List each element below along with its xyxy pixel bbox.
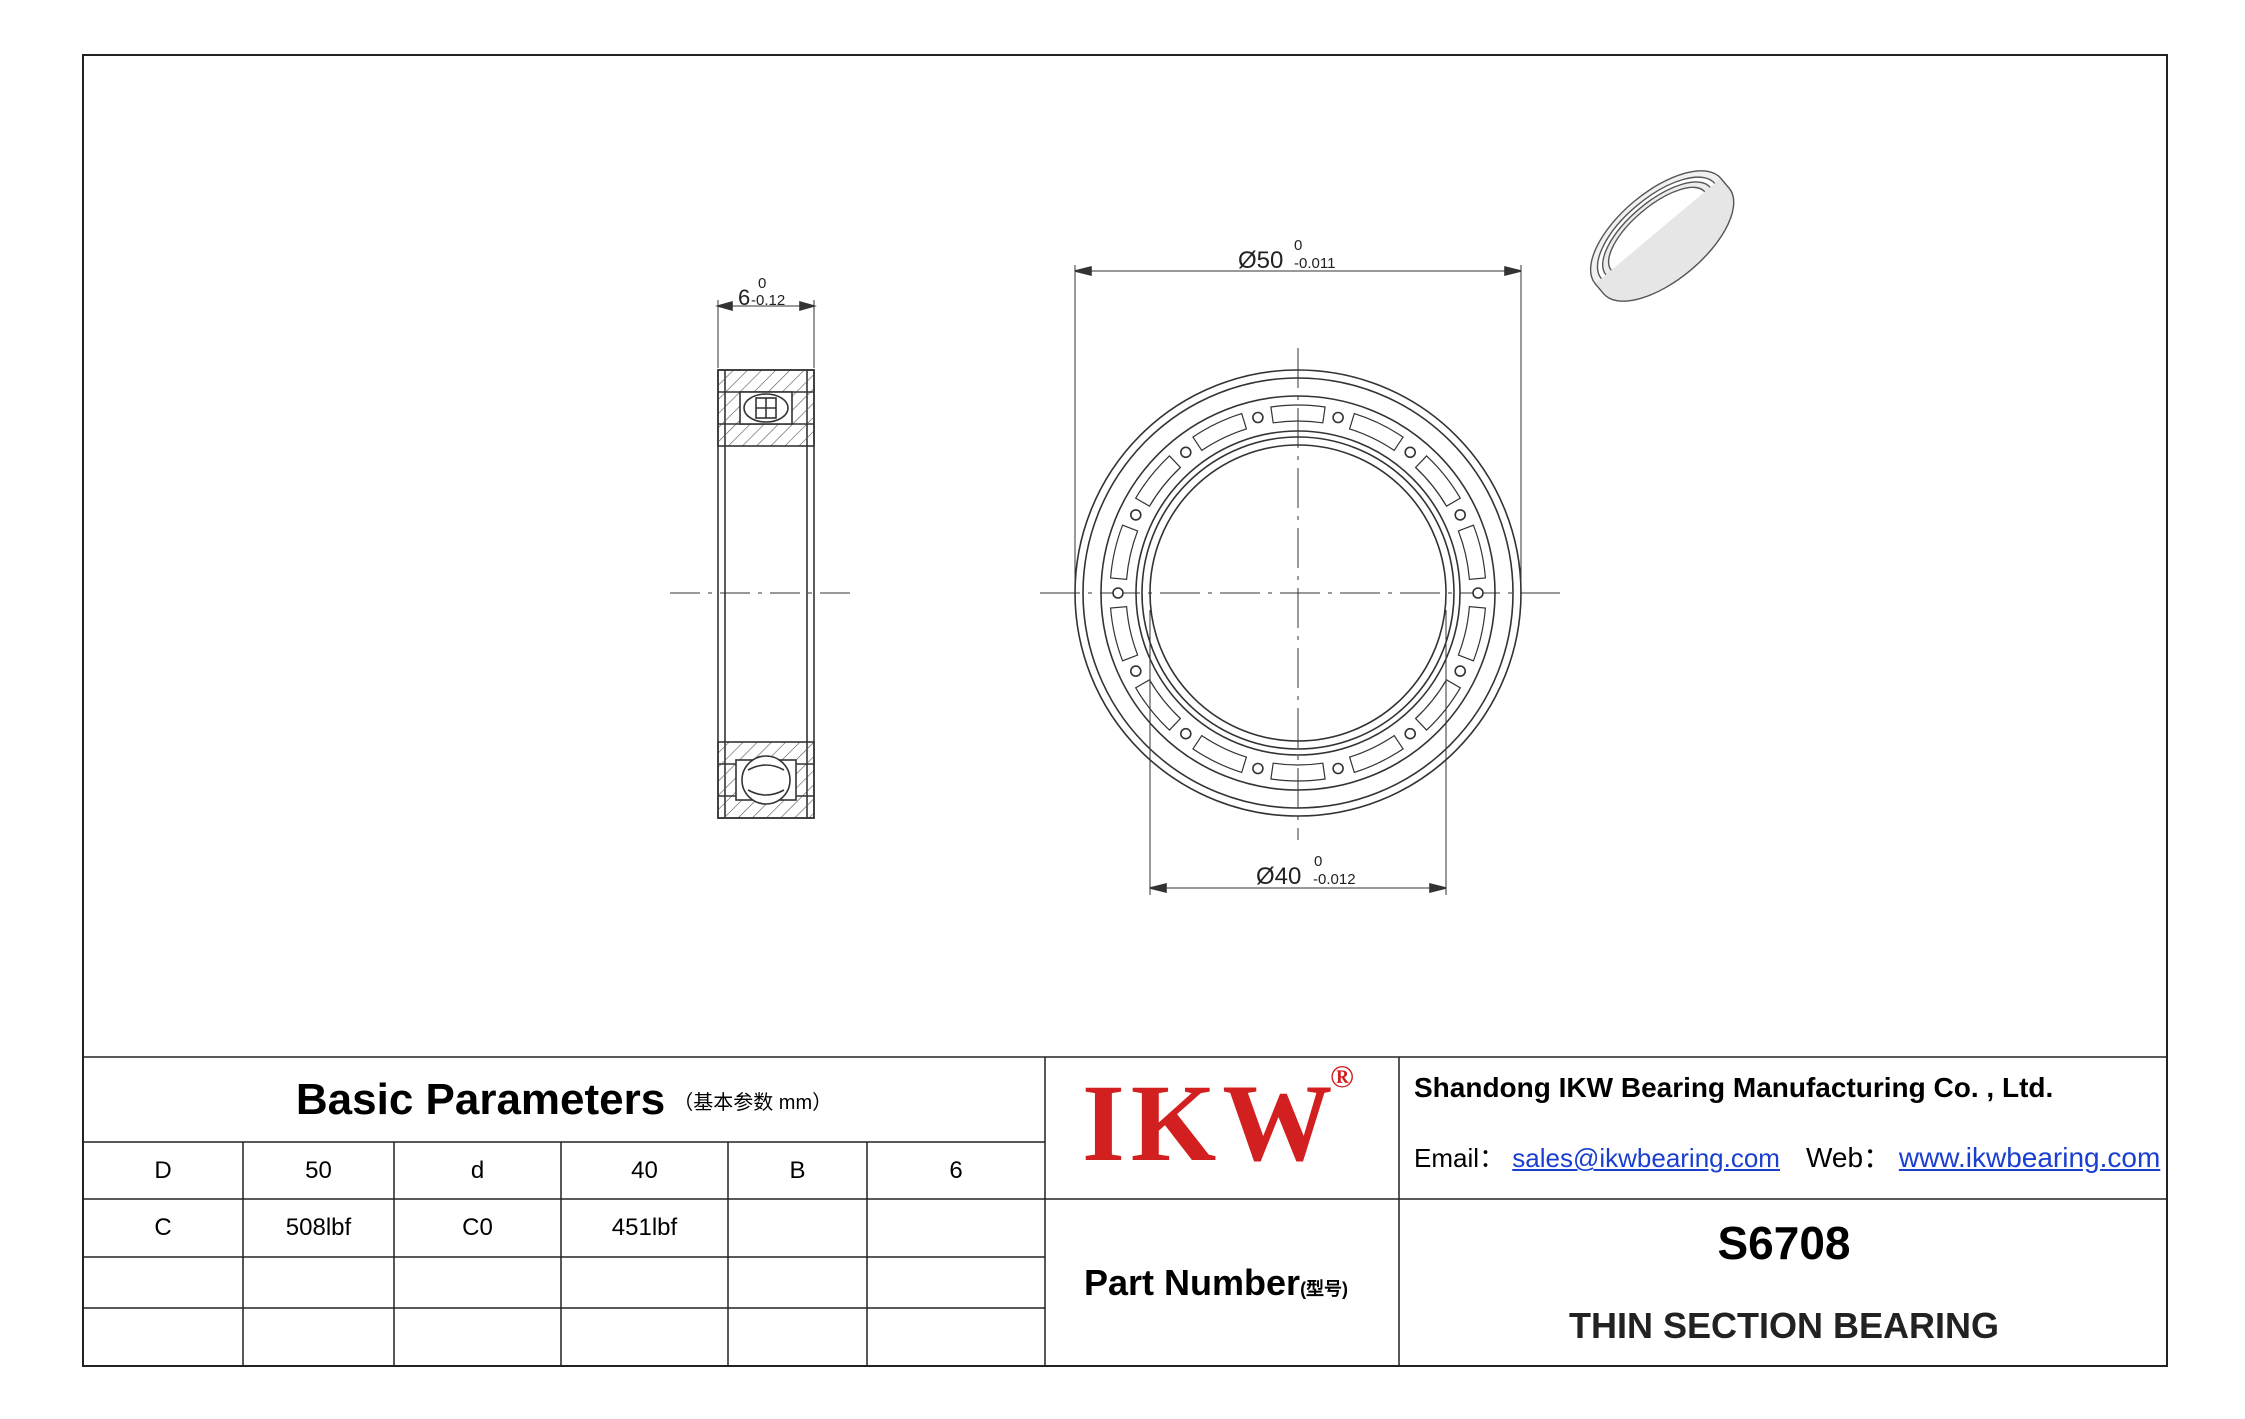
web-link[interactable]: www.ikwbearing.com bbox=[1898, 1142, 2161, 1173]
part-number-label-sub: (型号) bbox=[1300, 1279, 1349, 1299]
email-label: Email： bbox=[1414, 1143, 1506, 1173]
param-cell: D bbox=[154, 1156, 172, 1184]
param-cell bbox=[83, 1257, 243, 1308]
cage-segment bbox=[1348, 412, 1404, 452]
ikw-logo: IKW bbox=[1082, 1062, 1339, 1184]
outer-dim-upper: 0 bbox=[1294, 237, 1302, 254]
param-cell bbox=[728, 1308, 867, 1366]
param-cell bbox=[728, 1199, 867, 1257]
width-dim-lower: -0.12 bbox=[751, 292, 785, 309]
param-cell bbox=[394, 1308, 561, 1366]
email-link[interactable]: sales@ikwbearing.com bbox=[1512, 1143, 1780, 1173]
cage-segment bbox=[1348, 734, 1404, 774]
width-dim-nominal: 6 bbox=[738, 285, 750, 310]
part-number-label-text: Part Number bbox=[1084, 1262, 1301, 1303]
ball-element bbox=[1404, 727, 1416, 740]
cage-segment bbox=[1457, 606, 1487, 662]
rolling-elements bbox=[1109, 404, 1487, 782]
param-cell bbox=[561, 1257, 728, 1308]
param-cell bbox=[867, 1257, 1045, 1308]
cage-segment bbox=[1134, 455, 1182, 508]
param-cell: 40 bbox=[631, 1156, 658, 1184]
ball-element bbox=[1130, 509, 1142, 521]
registered-mark-icon: ® bbox=[1330, 1058, 1354, 1094]
outer-dim-lower: -0.011 bbox=[1294, 255, 1335, 272]
ball-element bbox=[1404, 446, 1416, 459]
ball-element bbox=[1332, 762, 1344, 775]
params-title-text: Basic Parameters bbox=[295, 1075, 666, 1124]
cage-segment bbox=[1414, 678, 1462, 731]
param-cell bbox=[867, 1308, 1045, 1366]
part-type: THIN SECTION BEARING bbox=[1568, 1305, 1999, 1346]
outer-dim-nominal: Ø50 bbox=[1238, 247, 1283, 274]
part-number-label: Part Number(型号) bbox=[1084, 1262, 1348, 1304]
ball-element bbox=[1332, 411, 1344, 424]
drawing-frame bbox=[82, 54, 2168, 1367]
param-cell bbox=[728, 1257, 867, 1308]
web-label: Web： bbox=[1806, 1142, 1892, 1173]
ball-element bbox=[1130, 665, 1142, 677]
param-cell: 508lbf bbox=[285, 1214, 352, 1241]
param-cell bbox=[867, 1199, 1045, 1257]
title-block-grid bbox=[83, 1056, 2167, 1366]
param-cell: C bbox=[154, 1214, 172, 1241]
cage-segment bbox=[1109, 524, 1139, 580]
ball-element bbox=[1112, 587, 1124, 599]
param-cell bbox=[83, 1308, 243, 1366]
ball-element bbox=[1180, 727, 1192, 740]
web-row: Web： www.ikwbearing.com bbox=[1806, 1136, 2160, 1176]
inner-dim-upper: 0 bbox=[1314, 853, 1322, 870]
ball-element bbox=[1454, 665, 1466, 677]
email-row: Email： sales@ikwbearing.com bbox=[1414, 1138, 1780, 1175]
ball-element bbox=[1454, 509, 1466, 521]
cage-segment bbox=[1414, 455, 1462, 508]
inner-dim-nominal: Ø40 bbox=[1256, 863, 1301, 890]
param-cell: B bbox=[789, 1156, 806, 1184]
isometric-bearing-image bbox=[1589, 170, 1735, 302]
cage-segment bbox=[1457, 524, 1487, 580]
ball-element bbox=[1472, 587, 1484, 599]
param-cell: d bbox=[470, 1156, 485, 1184]
param-cell: 6 bbox=[949, 1156, 963, 1184]
company-name: Shandong IKW Bearing Manufacturing Co. ,… bbox=[1414, 1072, 2054, 1103]
param-cell: 451lbf bbox=[611, 1214, 678, 1241]
front-view bbox=[1040, 265, 1560, 895]
width-dim-upper: 0 bbox=[758, 275, 766, 292]
ball-element bbox=[1252, 762, 1264, 775]
cage-segment bbox=[1270, 404, 1326, 424]
cage-segment bbox=[1134, 678, 1182, 731]
param-cell bbox=[561, 1308, 728, 1366]
cage-segment bbox=[1192, 412, 1248, 452]
param-cell: C0 bbox=[462, 1214, 493, 1241]
cage-segment bbox=[1109, 606, 1139, 662]
param-cell bbox=[243, 1257, 394, 1308]
param-cell bbox=[243, 1308, 394, 1366]
ball-element bbox=[1180, 446, 1192, 459]
part-number-value: S6708 bbox=[1717, 1217, 1851, 1269]
cage-segment bbox=[1192, 734, 1248, 774]
params-title-sub: （基本参数 mm） bbox=[673, 1091, 833, 1114]
side-section-view bbox=[670, 300, 855, 819]
inner-dim-lower: -0.012 bbox=[1313, 871, 1356, 888]
cage-segment bbox=[1270, 762, 1326, 782]
param-cell bbox=[394, 1257, 561, 1308]
ball-element bbox=[1252, 411, 1264, 424]
param-cell: 50 bbox=[305, 1156, 332, 1184]
basic-parameters-title: Basic Parameters （基本参数 mm） bbox=[83, 1058, 1045, 1142]
